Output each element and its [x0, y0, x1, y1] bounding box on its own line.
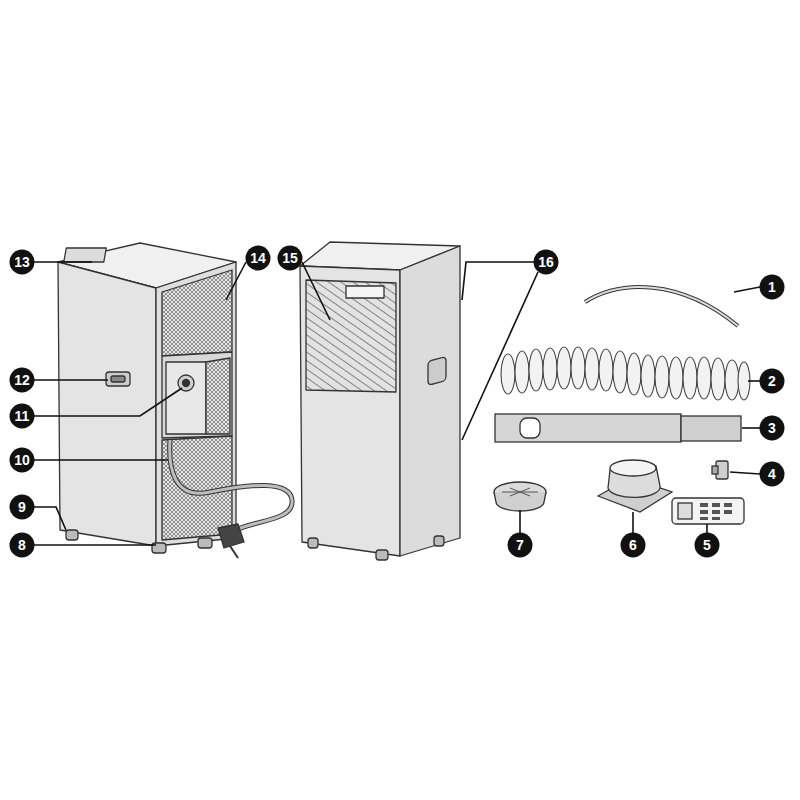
callout-number: 15: [277, 245, 303, 271]
callout-circle-shape: [760, 275, 785, 300]
callout-text: 16: [533, 249, 559, 275]
callout-text: 13: [9, 249, 35, 275]
callout-text: 15: [277, 245, 303, 271]
accessories: [494, 287, 750, 524]
leader-lines: [34, 262, 760, 545]
callout-circle-shape: [278, 246, 303, 271]
callout-circle-shape: [246, 246, 271, 271]
callout-number: 13: [9, 249, 35, 275]
left-unit: [58, 243, 292, 558]
callout-number: 14: [245, 245, 271, 271]
callout-number: 3: [759, 415, 785, 441]
callout-circle-shape: [10, 533, 35, 558]
callout-circle-shape: [10, 448, 35, 473]
callout-text: 1: [759, 274, 785, 300]
callout-circle-shape: [760, 462, 785, 487]
callout-text: 9: [9, 494, 35, 520]
callout-number: 9: [9, 494, 35, 520]
callout-text: 11: [9, 403, 35, 429]
callout-number: 11: [9, 403, 35, 429]
callout-text: 2: [759, 368, 785, 394]
callout-text: 7: [507, 532, 533, 558]
callout-circle-shape: [10, 368, 35, 393]
callout-text: 3: [759, 415, 785, 441]
callout-circle-shape: [621, 533, 646, 558]
callout-number: 5: [694, 532, 720, 558]
callout-number: 12: [9, 367, 35, 393]
callout-circle-shape: [760, 369, 785, 394]
callout-text: 6: [620, 532, 646, 558]
callout-circle-shape: [10, 495, 35, 520]
callout-text: 4: [759, 461, 785, 487]
callout-circle-shape: [534, 250, 559, 275]
callout-text: 14: [245, 245, 271, 271]
callout-number: 7: [507, 532, 533, 558]
callout-number: 6: [620, 532, 646, 558]
callout-number: 2: [759, 368, 785, 394]
callout-circle-shape: [508, 533, 533, 558]
callout-number: 1: [759, 274, 785, 300]
callout-text: 8: [9, 532, 35, 558]
callout-circle-shape: [10, 404, 35, 429]
callout-text: 5: [694, 532, 720, 558]
callout-circle-shape: [10, 250, 35, 275]
callout-number: 4: [759, 461, 785, 487]
callout-text: 10: [9, 447, 35, 473]
callout-number: 8: [9, 532, 35, 558]
callout-circle-shape: [760, 416, 785, 441]
right-unit: [300, 242, 460, 560]
callout-circle-shape: [695, 533, 720, 558]
callout-text: 12: [9, 367, 35, 393]
callout-number: 10: [9, 447, 35, 473]
callout-number: 16: [533, 249, 559, 275]
